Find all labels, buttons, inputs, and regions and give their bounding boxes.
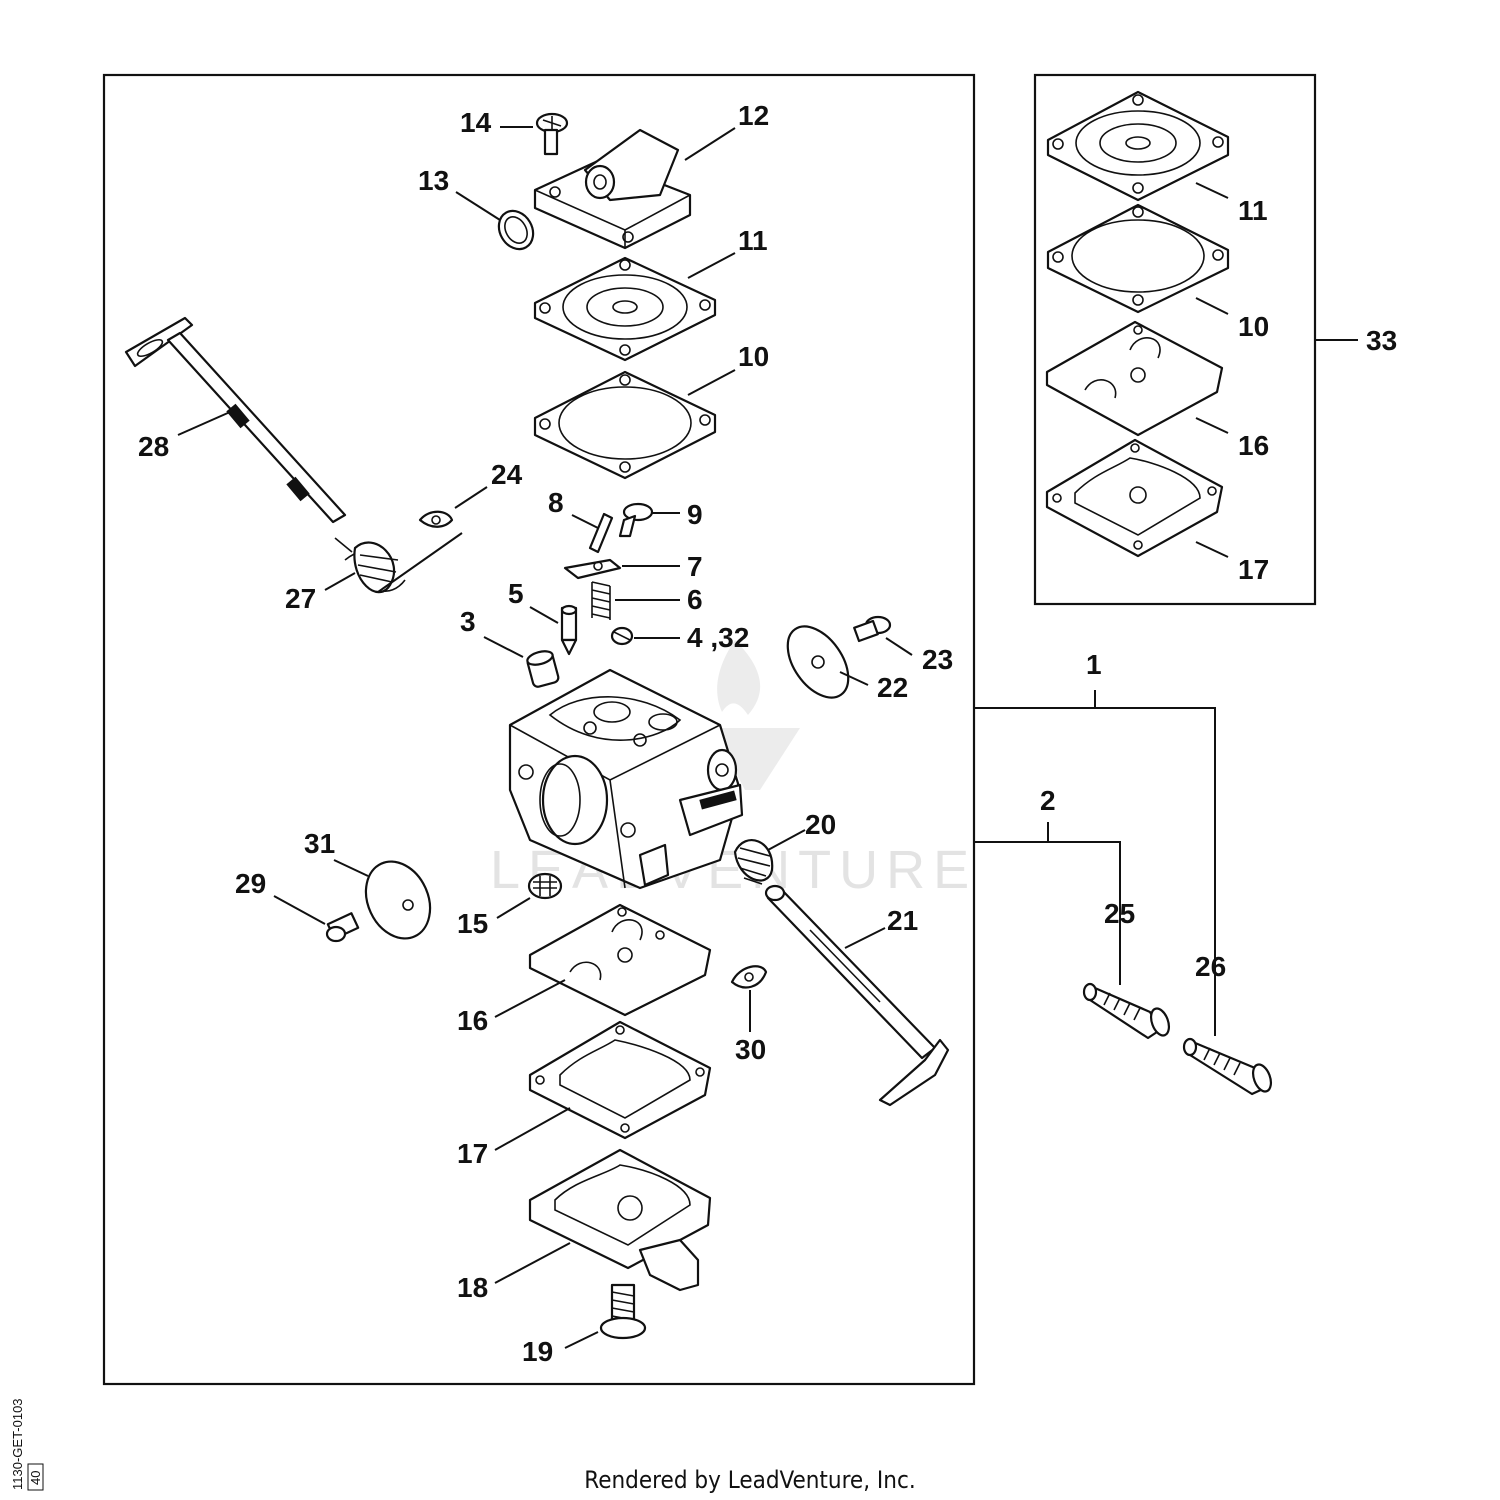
drawing-code-number: 1130-GET-0103 bbox=[10, 1398, 25, 1490]
plug-part-4 bbox=[610, 626, 634, 646]
callout-5: 5 bbox=[508, 578, 524, 609]
needle-valve-part-5 bbox=[560, 604, 578, 656]
kit-gasket-17 bbox=[1045, 438, 1224, 558]
adjusting-screw-part-26 bbox=[1182, 1037, 1273, 1096]
callout-1: 1 bbox=[1086, 649, 1102, 680]
screw-part-9 bbox=[618, 502, 654, 538]
callout-22: 22 bbox=[877, 672, 908, 703]
callout-33: 33 bbox=[1366, 325, 1397, 356]
callout-kit-17: 17 bbox=[1238, 554, 1269, 585]
callout-3: 3 bbox=[460, 606, 476, 637]
drawing-code: 1130-GET-0103 40 bbox=[10, 1398, 44, 1491]
kit-diaphragm-11 bbox=[1046, 90, 1230, 202]
callout-7: 7 bbox=[687, 551, 703, 582]
drawing-code-suffix: 40 bbox=[28, 1471, 43, 1485]
disc-part-22 bbox=[786, 625, 850, 699]
kit-gasket-10 bbox=[1046, 203, 1230, 314]
screw-part-19 bbox=[599, 1283, 647, 1340]
carburetor-body-part-1 bbox=[508, 668, 744, 890]
lever-part-7 bbox=[563, 558, 622, 580]
filter-screen-part-15 bbox=[527, 872, 563, 900]
throttle-shaft-part-21 bbox=[764, 884, 950, 1107]
clip-part-30 bbox=[730, 965, 768, 989]
callout-kit-16: 16 bbox=[1238, 430, 1269, 461]
callout-kit-10: 10 bbox=[1238, 311, 1269, 342]
watermark-logo bbox=[712, 640, 800, 790]
pin-part-8 bbox=[588, 512, 614, 554]
callout-2: 2 bbox=[1040, 785, 1056, 816]
callout-6: 6 bbox=[687, 584, 703, 615]
screw-part-14 bbox=[535, 112, 569, 156]
callout-18: 18 bbox=[457, 1272, 488, 1303]
spring-part-6 bbox=[591, 581, 611, 620]
callout-10: 10 bbox=[738, 341, 769, 372]
callout-31: 31 bbox=[304, 828, 335, 859]
callout-21: 21 bbox=[887, 905, 918, 936]
leader-lines bbox=[177, 126, 1229, 1349]
plug-part-3 bbox=[526, 650, 560, 688]
footer-credit: Rendered by LeadVenture, Inc. bbox=[584, 1466, 915, 1494]
callout-17: 17 bbox=[457, 1138, 488, 1169]
screw-part-29 bbox=[325, 912, 360, 943]
callout-20: 20 bbox=[805, 809, 836, 840]
callout-26: 26 bbox=[1195, 951, 1226, 982]
callout-24: 24 bbox=[491, 459, 523, 490]
callout-kit-11: 11 bbox=[1238, 195, 1268, 226]
choke-shaft-part-28 bbox=[124, 316, 347, 524]
callout-30: 30 bbox=[735, 1034, 766, 1065]
o-ring-part-13 bbox=[497, 209, 535, 251]
screw-part-23 bbox=[853, 615, 892, 643]
end-cover-part-18 bbox=[528, 1148, 712, 1292]
spring-part-27 bbox=[334, 537, 406, 594]
callout-9: 9 bbox=[687, 499, 703, 530]
cover-part-12 bbox=[533, 128, 692, 250]
spring-part-20 bbox=[733, 839, 774, 885]
kit-pump-diaphragm-16 bbox=[1045, 320, 1224, 437]
callout-23: 23 bbox=[922, 644, 953, 675]
callout-8: 8 bbox=[548, 487, 564, 518]
callout-13: 13 bbox=[418, 165, 449, 196]
callout-28: 28 bbox=[138, 431, 169, 462]
clip-part-24 bbox=[418, 510, 454, 528]
adjusting-screw-part-25 bbox=[1082, 982, 1171, 1040]
callout-15: 15 bbox=[457, 908, 488, 939]
callout-11: 11 bbox=[738, 225, 768, 256]
disc-part-31 bbox=[364, 860, 432, 940]
callout-25: 25 bbox=[1104, 898, 1135, 929]
callout-4-32: 4 ,32 bbox=[687, 622, 749, 653]
callout-27: 27 bbox=[285, 583, 316, 614]
callout-29: 29 bbox=[235, 868, 266, 899]
callout-14: 14 bbox=[460, 107, 492, 138]
diaphragm-part-11 bbox=[533, 256, 717, 362]
bracket-lines bbox=[975, 339, 1358, 1036]
pump-gasket-part-17 bbox=[528, 1020, 712, 1140]
main-assembly-frame bbox=[102, 73, 976, 1386]
pump-diaphragm-part-16 bbox=[528, 903, 712, 1017]
gasket-part-10 bbox=[533, 370, 717, 480]
callout-12: 12 bbox=[738, 100, 769, 131]
callout-19: 19 bbox=[522, 1336, 553, 1367]
callout-16: 16 bbox=[457, 1005, 488, 1036]
